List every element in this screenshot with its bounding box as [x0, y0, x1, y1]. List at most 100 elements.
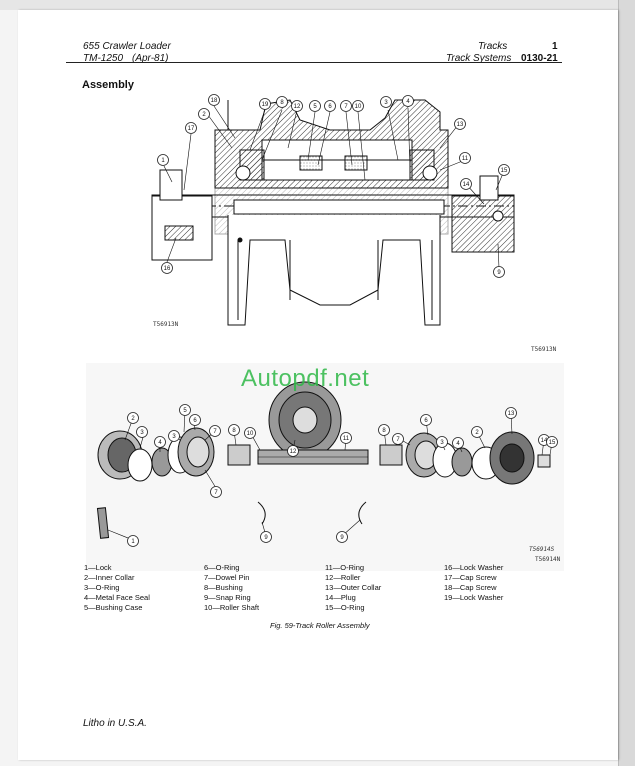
- group-number: 1: [552, 41, 558, 52]
- legend-item: 10—Roller Shaft: [204, 603, 260, 612]
- callout-11: 11: [459, 152, 471, 164]
- callout-4: 4: [452, 437, 464, 449]
- svg-text:16: 16: [164, 266, 171, 272]
- callout-4: 4: [154, 436, 166, 448]
- svg-text:1: 1: [161, 158, 165, 164]
- legend-item: 19—Lock Washer: [444, 593, 504, 602]
- svg-text:4: 4: [158, 440, 162, 446]
- svg-text:12: 12: [294, 104, 301, 110]
- legend-item: 16—Lock Washer: [444, 563, 504, 572]
- callout-12: 12: [287, 445, 299, 457]
- callout-16: 16: [161, 262, 173, 274]
- legend-item: 18—Cap Screw: [444, 583, 497, 592]
- header-rule: [66, 62, 562, 63]
- svg-text:14: 14: [541, 438, 548, 444]
- callout-6: 6: [420, 414, 432, 426]
- callout-5: 5: [179, 404, 191, 416]
- legend-item: 7—Dowel Pin: [204, 573, 250, 582]
- svg-text:9: 9: [340, 535, 344, 541]
- legend-item: 6—O-Ring: [204, 563, 240, 572]
- callout-10: 10: [352, 100, 364, 112]
- callout-11: 11: [340, 432, 352, 444]
- legend-item: 13—Outer Collar: [325, 583, 382, 592]
- callout-13: 13: [454, 118, 466, 130]
- callout-14: 14: [460, 178, 472, 190]
- manual-number: TM-1250: [83, 53, 124, 64]
- svg-text:5: 5: [313, 104, 317, 110]
- callout-1: 1: [157, 154, 169, 166]
- legend-item: 4—Metal Face Seal: [84, 593, 150, 602]
- svg-text:7: 7: [213, 429, 217, 435]
- callout-17: 17: [185, 122, 197, 134]
- callout-7: 7: [210, 486, 222, 498]
- group-title: Tracks: [478, 41, 508, 52]
- page-code: 0130-21: [521, 53, 558, 64]
- callout-2: 2: [127, 412, 139, 424]
- callout-13: 13: [505, 407, 517, 419]
- section-name: Track Systems: [446, 53, 512, 64]
- svg-text:14: 14: [463, 182, 470, 188]
- svg-text:11: 11: [462, 156, 469, 162]
- callout-8: 8: [378, 424, 390, 436]
- svg-text:8: 8: [382, 428, 386, 434]
- top-edge: [0, 0, 620, 10]
- section-title: Assembly: [82, 79, 134, 91]
- callout-6: 6: [189, 414, 201, 426]
- callout-1: 1: [127, 535, 139, 547]
- callout-7: 7: [340, 100, 352, 112]
- legend-item: 15—O-Ring: [325, 603, 365, 612]
- svg-text:5: 5: [183, 408, 187, 414]
- callout-3: 3: [136, 426, 148, 438]
- legend-item: 3—O-Ring: [84, 583, 120, 592]
- svg-text:8: 8: [280, 100, 284, 106]
- callout-6: 6: [324, 100, 336, 112]
- sectional-view: [151, 99, 515, 326]
- callout-7: 7: [392, 433, 404, 445]
- svg-text:6: 6: [424, 418, 428, 424]
- svg-text:3: 3: [172, 434, 176, 440]
- svg-text:15: 15: [501, 168, 508, 174]
- svg-text:2: 2: [131, 416, 135, 422]
- callout-9: 9: [493, 266, 505, 278]
- svg-text:18: 18: [211, 98, 218, 104]
- svg-text:11: 11: [343, 436, 350, 442]
- callout-12: 12: [291, 100, 303, 112]
- legend-item: 12—Roller: [325, 573, 361, 582]
- svg-text:17: 17: [188, 126, 195, 132]
- legend-item: 9—Snap Ring: [204, 593, 251, 602]
- svg-text:9: 9: [497, 270, 501, 276]
- svg-text:6: 6: [328, 104, 332, 110]
- legend-item: 8—Bushing: [204, 583, 243, 592]
- callout-3: 3: [380, 96, 392, 108]
- callout-15: 15: [546, 436, 558, 448]
- legend-item: 14—Plug: [325, 593, 356, 602]
- svg-text:4: 4: [456, 441, 460, 447]
- svg-text:1: 1: [131, 539, 135, 545]
- callout-19: 19: [259, 98, 271, 110]
- svg-text:19: 19: [262, 102, 269, 108]
- svg-text:10: 10: [247, 431, 254, 437]
- svg-text:7: 7: [344, 104, 348, 110]
- footer-note: Litho in U.S.A.: [83, 718, 147, 729]
- svg-text:3: 3: [140, 430, 144, 436]
- legend-item: 1—Lock: [84, 563, 112, 572]
- callout-9: 9: [260, 531, 272, 543]
- svg-text:6: 6: [193, 418, 197, 424]
- svg-text:10: 10: [355, 104, 362, 110]
- svg-text:15: 15: [549, 440, 556, 446]
- svg-text:2: 2: [475, 430, 479, 436]
- svg-text:4: 4: [406, 99, 410, 105]
- exploded-view: [86, 363, 564, 571]
- svg-text:12: 12: [290, 449, 297, 455]
- watermark: Autopdf.net: [241, 365, 370, 392]
- legend-item: 17—Cap Screw: [444, 573, 497, 582]
- svg-text:9: 9: [264, 535, 268, 541]
- figure-caption: Fig. 59-Track Roller Assembly: [270, 621, 370, 630]
- svg-text:13: 13: [508, 411, 515, 417]
